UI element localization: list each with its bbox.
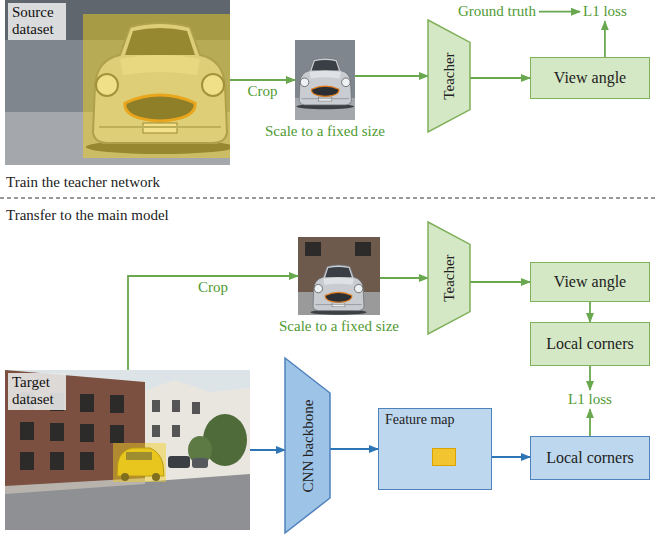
flow-arrow	[470, 281, 530, 283]
roi-patch	[432, 448, 456, 466]
node-text: Teacher	[441, 52, 458, 99]
cropped-photo	[296, 58, 354, 109]
flow-arrow	[330, 448, 378, 450]
target-photo	[152, 400, 160, 412]
flow-arrow	[589, 302, 591, 322]
loss-arrow	[539, 11, 580, 13]
node-text: Teacher	[441, 254, 458, 301]
output-box: View angle	[530, 262, 650, 302]
target-photo	[172, 400, 180, 412]
target-photo	[5, 370, 250, 530]
cropped-image: Scale to a fixed size	[298, 237, 380, 315]
node-text: Scale to a fixed size	[265, 123, 385, 140]
target-photo	[110, 395, 124, 413]
node-text: Source dataset	[8, 3, 66, 40]
teacher-network: Teacher	[428, 20, 470, 132]
target-photo	[152, 425, 160, 437]
loss-note: Ground truth	[458, 3, 536, 20]
target-photo	[110, 425, 124, 443]
target-photo	[192, 458, 208, 468]
trapezoid-shape	[428, 20, 470, 132]
node-text: Target dataset	[8, 373, 66, 410]
trapezoid-shape	[285, 358, 330, 533]
teacher-network: Teacher	[428, 222, 470, 334]
target-photo	[113, 443, 166, 482]
loss-arrow	[589, 366, 591, 390]
target-photo	[80, 394, 94, 412]
trapezoid-shape	[428, 222, 470, 334]
target-photo	[50, 452, 64, 470]
loss-label: L1 loss	[583, 3, 627, 20]
source-photo	[83, 14, 230, 158]
node-text: Feature map	[385, 412, 455, 428]
target-photo	[50, 423, 64, 441]
loss-label: L1 loss	[568, 391, 612, 408]
node-text: CNN backbone	[299, 399, 316, 492]
section-title: Transfer to the main model	[6, 207, 169, 224]
node-text: View angle	[554, 69, 626, 87]
dataset-photo: Source dataset	[5, 0, 230, 165]
dataset-photo: Target dataset	[5, 370, 250, 530]
target-photo	[192, 402, 200, 414]
node-text: Local corners	[546, 335, 634, 353]
flow-arrow	[250, 449, 285, 451]
target-photo	[5, 370, 250, 530]
section-divider	[0, 198, 658, 199]
source-photo	[5, 0, 230, 165]
cropped-photo	[295, 40, 355, 120]
flow-arrow	[380, 277, 428, 279]
target-photo	[20, 452, 34, 470]
output-box: Local corners	[530, 436, 650, 480]
cropped-photo	[355, 242, 371, 256]
target-photo	[80, 424, 94, 442]
flow-arrow	[128, 276, 298, 370]
cropped-photo	[298, 237, 380, 315]
flow-arrow	[470, 77, 530, 79]
edge-label: Crop	[196, 279, 230, 296]
cnn-backbone: CNN backbone	[285, 358, 330, 533]
cropped-photo	[305, 242, 321, 256]
output-box: View angle	[530, 57, 650, 99]
output-box: Local corners	[530, 322, 650, 366]
cropped-photo	[310, 265, 366, 315]
cropped-photo	[295, 40, 355, 120]
node-text: Scale to a fixed size	[279, 318, 399, 335]
node-text: Local corners	[546, 449, 634, 467]
flow-arrow	[355, 75, 428, 77]
cropped-photo	[298, 237, 380, 315]
target-photo	[168, 456, 190, 468]
target-photo	[20, 422, 34, 440]
edge-label: Crop	[246, 83, 280, 100]
flow-arrow	[230, 79, 295, 81]
target-photo	[5, 474, 250, 530]
target-photo	[172, 425, 180, 437]
node-text: View angle	[554, 273, 626, 291]
target-photo	[80, 452, 94, 470]
loss-arrow	[604, 21, 606, 57]
section-title: Train the teacher network	[6, 174, 160, 191]
feature-map: Feature map	[378, 408, 492, 490]
loss-arrow	[589, 409, 591, 436]
cropped-image: Scale to a fixed size	[295, 40, 355, 120]
